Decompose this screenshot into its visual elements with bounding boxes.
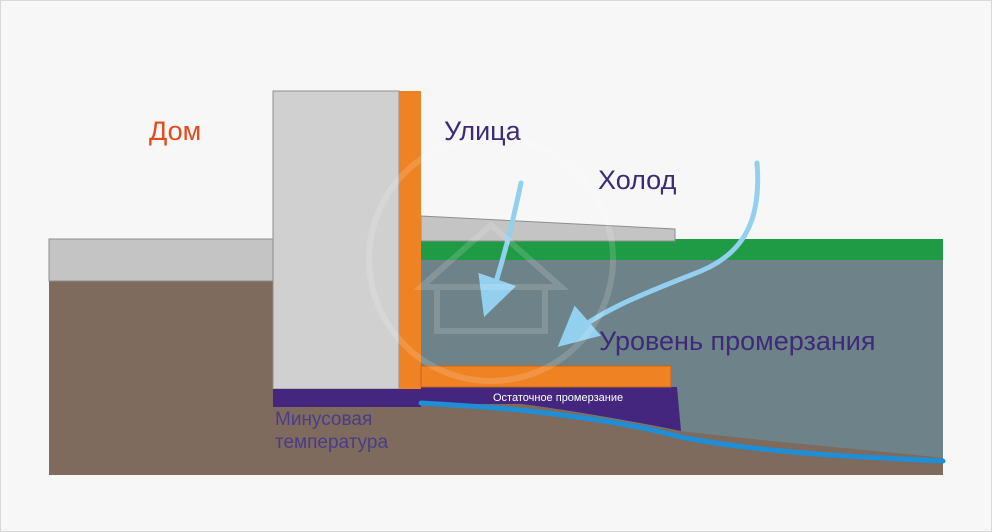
minus-temperature-line-1: Минусовая (275, 409, 373, 430)
cold-arrow-icon (478, 180, 524, 318)
vertical-insulation (399, 91, 421, 389)
minus-temperature-zone (273, 387, 681, 431)
foundation-wall (272, 90, 400, 390)
grass-strip (421, 239, 943, 260)
minus-temperature-label: Минусовая температура (275, 409, 388, 455)
residual-freeze-label: Остаточное промерзание (493, 392, 624, 404)
minus-temperature-line-2: температура (275, 431, 389, 453)
cold-label: Холод (598, 165, 677, 195)
street-label: Улица (444, 116, 521, 146)
blind-area (420, 215, 676, 242)
house-logo-icon (366, 134, 616, 384)
freeze-line (418, 400, 946, 464)
frozen-soil-zone (421, 259, 943, 458)
freeze-level-label: Уровень промерзания (599, 326, 876, 356)
house-floor-slab (48, 238, 274, 282)
horizontal-insulation (420, 365, 672, 388)
house-label: Дом (149, 116, 202, 146)
cold-arrow-icon (557, 160, 761, 347)
